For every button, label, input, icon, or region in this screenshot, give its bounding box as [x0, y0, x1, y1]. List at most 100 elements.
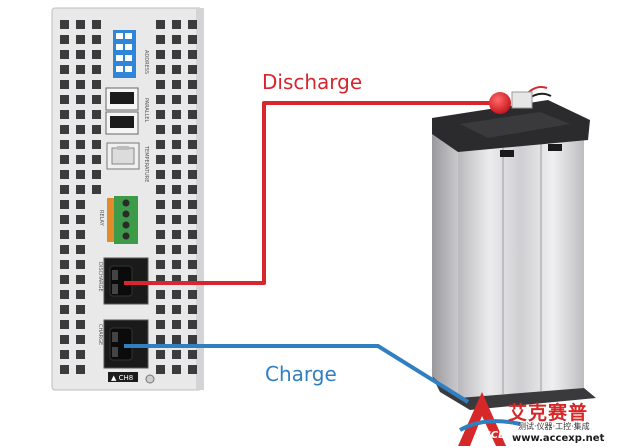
vent-hole [60, 35, 69, 44]
watermark-brand-mark: ACCEXP [476, 430, 520, 441]
vent-hole [76, 215, 85, 224]
relay-terminal-block[interactable] [107, 196, 138, 244]
dip-switch-levers [116, 33, 132, 72]
vent-hole [76, 185, 85, 194]
charge-cable [124, 344, 470, 404]
vent-hole [156, 335, 165, 344]
vent-hole [172, 110, 181, 119]
watermark-brand: 艾克赛普 [508, 402, 589, 424]
temperature-port[interactable] [106, 142, 140, 170]
vent-hole [188, 320, 197, 329]
parallel-port-upper[interactable] [105, 87, 139, 111]
vent-hole [60, 95, 69, 104]
controller-device: ADDRESS PARALLEL TEMPERATURE RELAY [51, 7, 204, 391]
watermark-url: www.accexp.net [512, 433, 605, 444]
vent-hole [60, 110, 69, 119]
vent-hole [76, 80, 85, 89]
vent-hole [76, 110, 85, 119]
vent-hole [92, 125, 101, 134]
vent-hole [156, 155, 165, 164]
vent-hole [172, 50, 181, 59]
vent-hole [76, 200, 85, 209]
vent-hole [76, 230, 85, 239]
charge-label: Charge [265, 362, 337, 386]
vent-hole [172, 200, 181, 209]
vent-hole [156, 365, 165, 374]
vent-hole [172, 155, 181, 164]
vent-hole [60, 320, 69, 329]
vent-hole [60, 245, 69, 254]
vent-hole [76, 305, 85, 314]
vent-hole [188, 20, 197, 29]
vent-hole [188, 170, 197, 179]
vent-hole [188, 230, 197, 239]
vent-hole [76, 320, 85, 329]
vent-hole [60, 140, 69, 149]
battery [432, 86, 596, 410]
vent-hole [188, 125, 197, 134]
vent-hole [60, 230, 69, 239]
dip-lever[interactable] [125, 33, 132, 39]
vent-hole [156, 20, 165, 29]
vent-grid [60, 20, 197, 374]
vent-hole [60, 335, 69, 344]
vent-hole [76, 260, 85, 269]
vent-hole [60, 125, 69, 134]
dip-lever[interactable] [116, 33, 123, 39]
discharge-terminal-dot [489, 92, 511, 114]
discharge-port-label: DISCHARGE [97, 262, 103, 292]
vent-hole [76, 50, 85, 59]
dip-lever[interactable] [125, 66, 132, 72]
vent-hole [172, 335, 181, 344]
vent-hole [76, 170, 85, 179]
vent-hole [76, 335, 85, 344]
dip-lever[interactable] [116, 55, 123, 61]
vent-hole [188, 275, 197, 284]
vent-hole [76, 155, 85, 164]
vent-hole [188, 200, 197, 209]
vent-hole [188, 50, 197, 59]
vent-hole [76, 365, 85, 374]
battery-connector [511, 86, 552, 109]
watermark-logo-icon [458, 392, 521, 446]
vent-hole [156, 260, 165, 269]
vent-hole [172, 215, 181, 224]
vent-hole [60, 20, 69, 29]
vent-hole [172, 230, 181, 239]
vent-hole [172, 260, 181, 269]
dip-lever[interactable] [116, 66, 123, 72]
vent-hole [60, 260, 69, 269]
vent-hole [60, 305, 69, 314]
channel-badge: ▲ CH8 [111, 374, 133, 382]
vent-hole [156, 65, 165, 74]
vent-hole [156, 320, 165, 329]
vent-hole [188, 260, 197, 269]
vent-hole [188, 35, 197, 44]
dip-lever[interactable] [125, 44, 132, 50]
vent-hole [76, 95, 85, 104]
vent-hole [60, 80, 69, 89]
vent-hole [92, 95, 101, 104]
dip-lever[interactable] [125, 55, 132, 61]
vent-hole [172, 365, 181, 374]
vent-hole [188, 335, 197, 344]
vent-hole [60, 215, 69, 224]
vent-hole [76, 245, 85, 254]
vent-hole [188, 305, 197, 314]
parallel-port-lower[interactable] [105, 111, 139, 135]
vent-hole [172, 20, 181, 29]
discharge-label: Discharge [262, 70, 363, 94]
vent-hole [92, 140, 101, 149]
vent-hole [156, 125, 165, 134]
vent-hole [76, 350, 85, 359]
vent-hole [172, 35, 181, 44]
vent-hole [60, 350, 69, 359]
vent-hole [172, 170, 181, 179]
vent-hole [188, 110, 197, 119]
relay-terminal-label: RELAY [98, 210, 104, 227]
vent-hole [92, 110, 101, 119]
battery-front [458, 138, 584, 398]
dip-lever[interactable] [116, 44, 123, 50]
ground-screw-icon [145, 374, 155, 384]
vent-hole [60, 290, 69, 299]
